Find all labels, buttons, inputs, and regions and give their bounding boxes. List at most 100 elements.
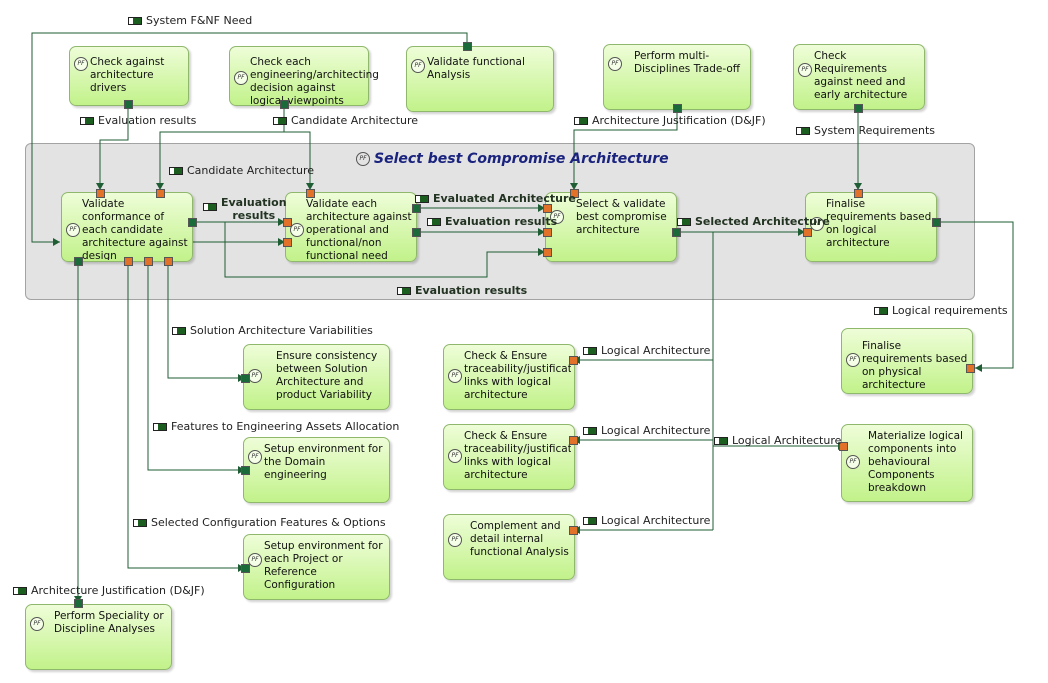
port-in (569, 526, 578, 535)
pf-icon: PF (248, 450, 262, 464)
activity-finalise-physical-requirements[interactable]: PF Finalise requirements based on physic… (841, 328, 973, 394)
pf-icon: PF (550, 210, 564, 224)
port-in (854, 189, 863, 198)
port-out (74, 257, 83, 266)
flow-icon (203, 203, 217, 211)
activity-label: Perform Speciality or Discipline Analyse… (54, 610, 164, 635)
port-out (241, 564, 250, 573)
activity-perform-tradeoff[interactable]: PF Perform multi-Disciplines Trade-off (603, 44, 751, 110)
flow-label-system-requirements: System Requirements (796, 124, 935, 137)
port-out (280, 100, 289, 109)
activity-check-traceability-1[interactable]: PF Check & Ensure traceability/justifica… (443, 344, 575, 410)
flow-label-solution-variability: Solution Architecture Variabilities (172, 324, 373, 337)
activity-validate-functional-analysis[interactable]: PF Validate functional Analysis (406, 46, 554, 112)
flow-label-text: Logical Architecture (732, 434, 842, 447)
flow-icon (583, 516, 597, 525)
flow-icon (415, 194, 429, 203)
port-in (803, 228, 812, 237)
activity-label: Materialize logical components into beha… (868, 430, 963, 494)
flow-label-stack: Evaluation results (221, 196, 287, 222)
flow-icon (13, 586, 27, 595)
flow-label-text: Logical requirements (892, 304, 1008, 317)
flow-label-text: Evaluation results (445, 215, 558, 228)
flow-label-text: Features to Engineering Assets Allocatio… (171, 420, 400, 433)
flow-label-text: Evaluation results (98, 114, 197, 127)
flow-label-text: Selected Architecture (695, 215, 830, 228)
activity-label: Check Requirements against need and earl… (814, 50, 908, 101)
flow-label-text: Candidate Architecture (187, 164, 315, 177)
flow-label-text: Candidate Architecture (291, 114, 419, 127)
activity-label: Perform multi-Disciplines Trade-off (634, 50, 740, 75)
flow-label-selected-arch: Selected Architecture (677, 215, 830, 228)
flow-label-logical-arch-3: Logical Architecture (583, 514, 710, 527)
pf-icon: PF (448, 449, 462, 463)
pf-icon: PF (448, 533, 462, 547)
flow-label-eval-results-bottom: Evaluation results (397, 284, 527, 297)
flow-label-text: Architecture Justification (D&JF) (31, 584, 205, 597)
pf-icon: PF (66, 223, 80, 237)
activity-label: Check & Ensure traceability/justificatio… (464, 430, 571, 481)
port-out (463, 42, 472, 51)
port-out (74, 599, 83, 608)
port-in (164, 257, 173, 266)
port-in (543, 248, 552, 257)
flow-label-system-need: System F&NF Need (128, 14, 252, 27)
flow-label-text: Logical Architecture (601, 344, 711, 357)
port-out (188, 218, 197, 227)
port-in (124, 257, 133, 266)
flow-label-eval-results-top: Evaluation results (80, 114, 196, 127)
pf-icon: PF (234, 71, 248, 85)
activity-perform-speciality-analyses[interactable]: PF Perform Speciality or Discipline Anal… (25, 604, 172, 670)
activity-validate-each-architecture[interactable]: PF Validate each architecture against op… (285, 192, 417, 262)
flow-label-text: Selected Configuration Features & Option… (151, 516, 386, 529)
flow-label-text: Logical Architecture (601, 424, 711, 437)
activity-check-architecture-drivers[interactable]: PF Check against architecture drivers (69, 46, 189, 106)
pf-icon: PF (248, 553, 262, 567)
pf-icon: PF (810, 217, 824, 231)
flow-label-arch-justif-top: Architecture Justification (D&JF) (574, 114, 766, 127)
port-out (673, 104, 682, 113)
port-out (854, 104, 863, 113)
pf-icon: PF (74, 57, 88, 71)
activity-label: Check against architecture drivers (90, 56, 165, 94)
port-out (412, 228, 421, 237)
port-in (569, 436, 578, 445)
activity-complement-functional-analysis[interactable]: PF Complement and detail internal functi… (443, 514, 575, 580)
flow-icon (153, 422, 167, 431)
activity-select-validate-compromise[interactable]: PF Select & validate best compromise arc… (545, 192, 677, 262)
port-in (966, 364, 975, 373)
flow-icon (273, 116, 287, 125)
activity-label: Ensure consistency between Solution Arch… (276, 350, 378, 401)
activity-materialize-logical-components[interactable]: PF Materialize logical components into b… (841, 424, 973, 502)
flow-icon (796, 126, 810, 135)
flow-label-candidate-arch-inner: Candidate Architecture (169, 164, 314, 177)
activity-check-requirements[interactable]: PF Check Requirements against need and e… (793, 44, 925, 110)
flow-label-arch-justif-bottom: Architecture Justification (D&JF) (13, 584, 205, 597)
flow-label-text: Solution Architecture Variabilities (190, 324, 373, 337)
flow-label-text: Evaluation (221, 196, 287, 209)
activity-setup-project-configuration[interactable]: PF Setup environment for each Project or… (243, 534, 390, 600)
flow-label-text: Evaluation results (415, 284, 528, 297)
port-in (543, 204, 552, 213)
pf-icon: PF (846, 455, 860, 469)
port-out (932, 218, 941, 227)
activity-validate-conformance[interactable]: PF Validate conformance of each candidat… (61, 192, 193, 262)
port-out (241, 466, 250, 475)
activity-label: Validate each architecture against opera… (306, 198, 412, 262)
flow-label-text: Logical Architecture (601, 514, 711, 527)
flow-icon (677, 217, 691, 226)
flow-icon (80, 116, 94, 125)
activity-check-traceability-2[interactable]: PF Check & Ensure traceability/justifica… (443, 424, 575, 490)
activity-ensure-consistency[interactable]: PF Ensure consistency between Solution A… (243, 344, 390, 410)
port-in (144, 257, 153, 266)
activity-label: Check each engineering/architecting deci… (250, 56, 379, 107)
activity-setup-domain-engineering[interactable]: PF Setup environment for the Domain engi… (243, 437, 390, 503)
flow-label-selected-config: Selected Configuration Features & Option… (133, 516, 386, 529)
port-in (283, 238, 292, 247)
activity-finalise-logical-requirements[interactable]: PF Finalise requirements based on logica… (805, 192, 937, 262)
activity-label: Setup environment for each Project or Re… (264, 540, 383, 591)
pf-icon: PF (290, 223, 304, 237)
activity-check-engineering-decision[interactable]: PF Check each engineering/architecting d… (229, 46, 379, 107)
pf-icon: PF (248, 369, 262, 383)
pf-icon: PF (798, 63, 812, 77)
